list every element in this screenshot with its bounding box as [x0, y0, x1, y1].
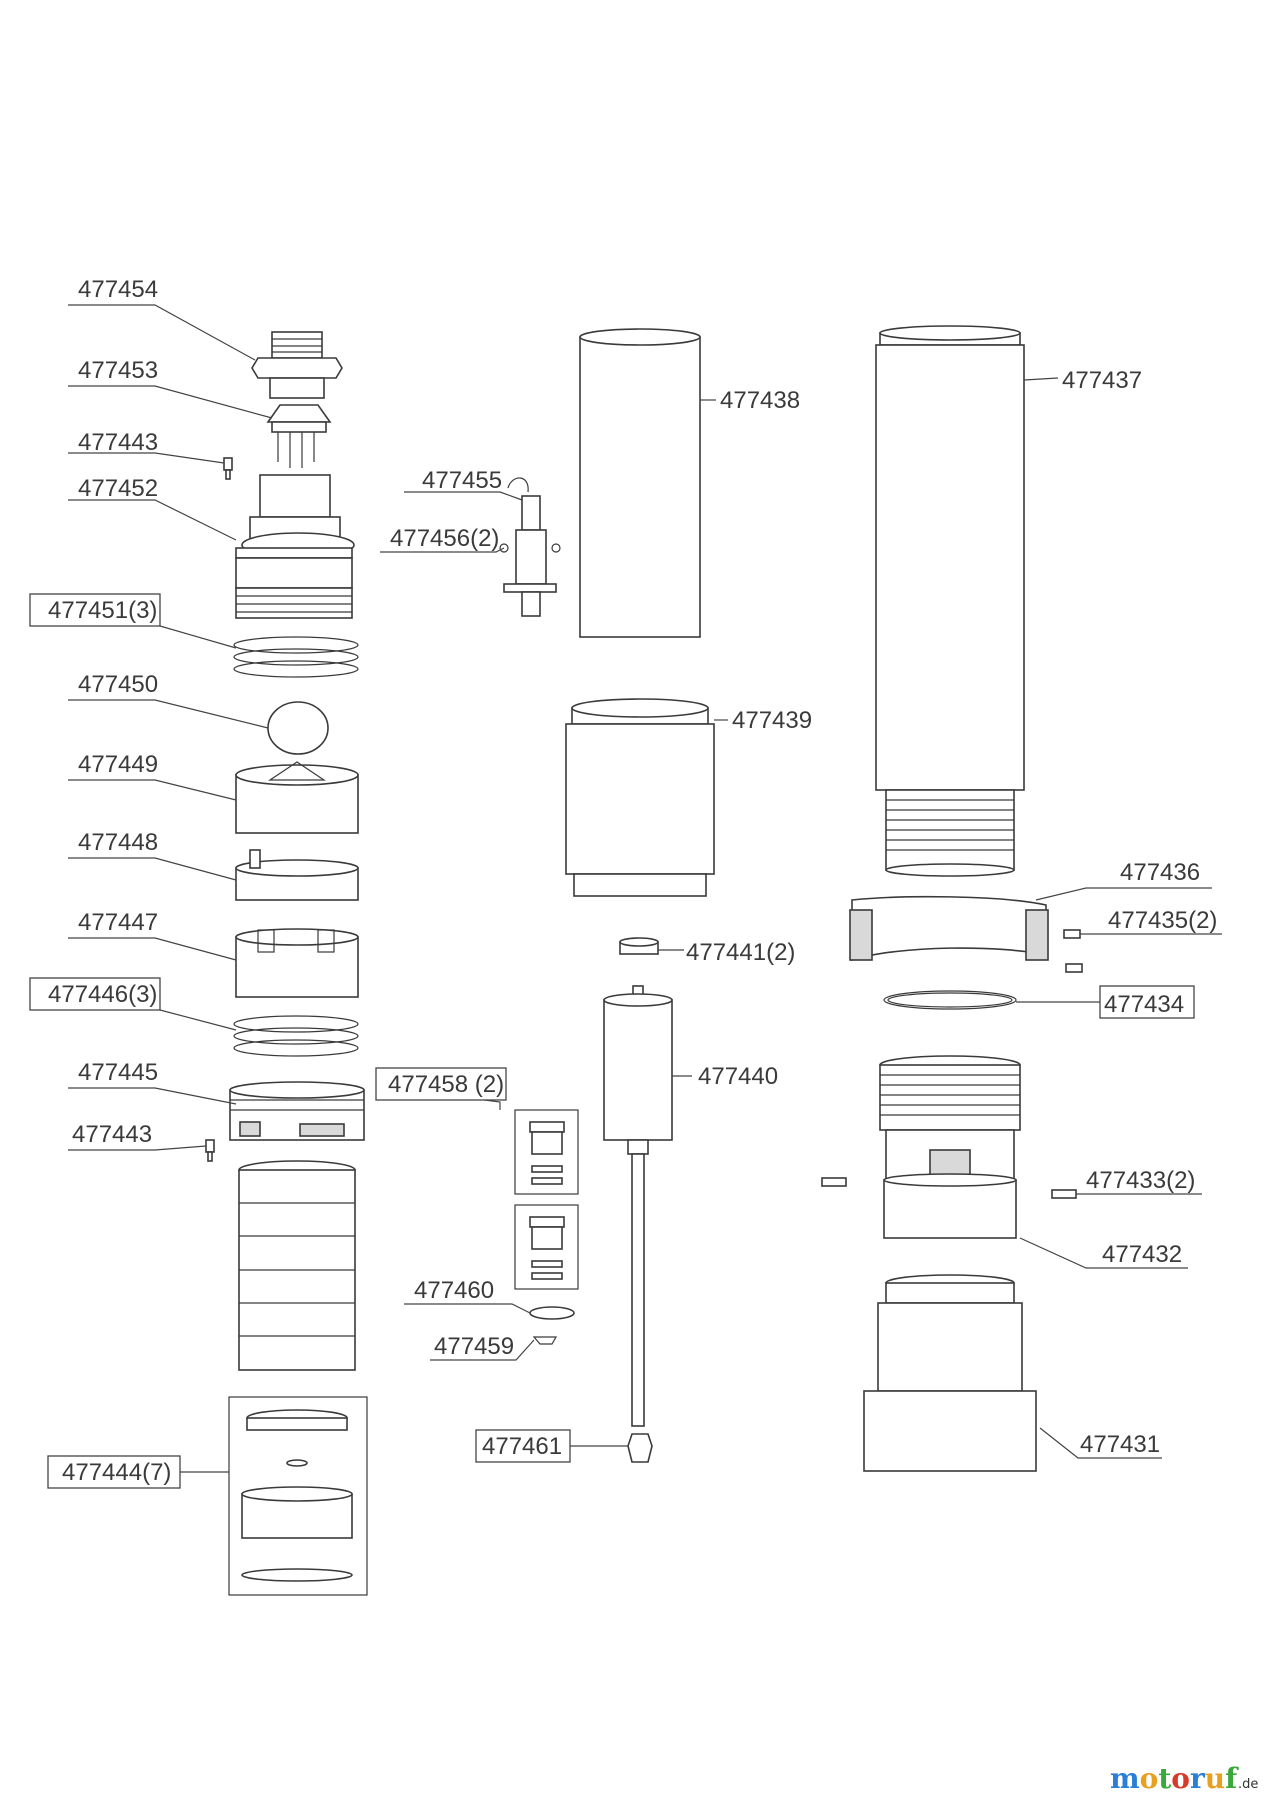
leader-lines [68, 304, 1222, 1473]
label-477459: 477459 [434, 1333, 514, 1360]
part-477446-o-rings-mid [233, 1015, 359, 1057]
svg-text:.de: .de [1238, 1777, 1258, 1792]
label-477444: 477444(7) [62, 1459, 171, 1486]
label-477451: 477451(3) [48, 597, 157, 624]
label-477441: 477441(2) [686, 939, 795, 966]
label-477437: 477437 [1062, 367, 1142, 394]
label-boxes [29, 593, 1195, 1489]
label-477439: 477439 [732, 707, 812, 734]
label-477440: 477440 [698, 1063, 778, 1090]
part-477451-o-rings-top [233, 636, 359, 678]
label-477434: 477434 [1104, 991, 1184, 1018]
part-labels: 477454 477453 477443 477452 477451(3) 47… [48, 276, 1217, 1486]
part-477447-diffuser-housing [235, 928, 359, 998]
label-477436: 477436 [1120, 859, 1200, 886]
part-477452-pump-head [235, 474, 355, 619]
label-477435: 477435(2) [1108, 907, 1217, 934]
label-477461: 477461 [482, 1433, 562, 1460]
part-477460-washer [529, 1306, 575, 1320]
part-477461-nut [627, 1433, 653, 1463]
part-477432-motor-base [879, 1055, 1021, 1239]
label-477460: 477460 [414, 1277, 494, 1304]
part-477455-cable-lead [507, 477, 541, 531]
part-477444-stage-group [228, 1396, 368, 1596]
part-477453-check-valve [266, 404, 332, 468]
label-477443-top: 477443 [78, 429, 158, 456]
part-477438-motor-sleeve [579, 328, 701, 638]
label-477455: 477455 [422, 467, 502, 494]
label-477456: 477456(2) [390, 525, 499, 552]
label-477454: 477454 [78, 276, 158, 303]
label-477438: 477438 [720, 387, 800, 414]
label-477433: 477433(2) [1086, 1167, 1195, 1194]
label-477452: 477452 [78, 475, 158, 502]
part-477436-clamp-band [849, 895, 1049, 962]
label-477446: 477446(3) [48, 981, 157, 1008]
label-477432: 477432 [1102, 1241, 1182, 1268]
part-impeller-stack [238, 1160, 356, 1371]
label-477450: 477450 [78, 671, 158, 698]
part-477459-clip [532, 1336, 558, 1345]
svg-text:motoruf: motoruf [1110, 1762, 1239, 1795]
label-477448: 477448 [78, 829, 158, 856]
label-477445: 477445 [78, 1059, 158, 1086]
part-477431-inlet-screen [863, 1274, 1037, 1472]
part-477450-plug [267, 701, 329, 755]
part-477441-seal-ring [619, 937, 659, 955]
part-477443-screw-top [223, 457, 233, 480]
label-477443-bottom: 477443 [72, 1121, 152, 1148]
label-477458: 477458 (2) [388, 1071, 504, 1098]
motoruf-watermark-logo: motoruf .de [1110, 1762, 1258, 1795]
part-477445-impeller-housing-top [229, 1081, 365, 1141]
label-477453: 477453 [78, 357, 158, 384]
part-477440-motor-rotor [603, 985, 673, 1427]
label-477447: 477447 [78, 909, 158, 936]
part-477435-screws [1063, 929, 1083, 973]
part-477439-motor-cap [565, 698, 715, 897]
part-477449-diffuser [235, 761, 359, 834]
part-477454-outlet-nipple [251, 331, 343, 399]
part-477448-diffuser-cover [235, 849, 359, 901]
part-477456-cable-holder [499, 529, 561, 617]
label-477431: 477431 [1080, 1431, 1160, 1458]
label-477449: 477449 [78, 751, 158, 778]
part-477458-bearing-set [514, 1109, 579, 1290]
part-477437-motor-casing [875, 325, 1025, 877]
part-477443-screw-bottom [205, 1139, 215, 1162]
part-477434-o-ring [883, 990, 1017, 1010]
